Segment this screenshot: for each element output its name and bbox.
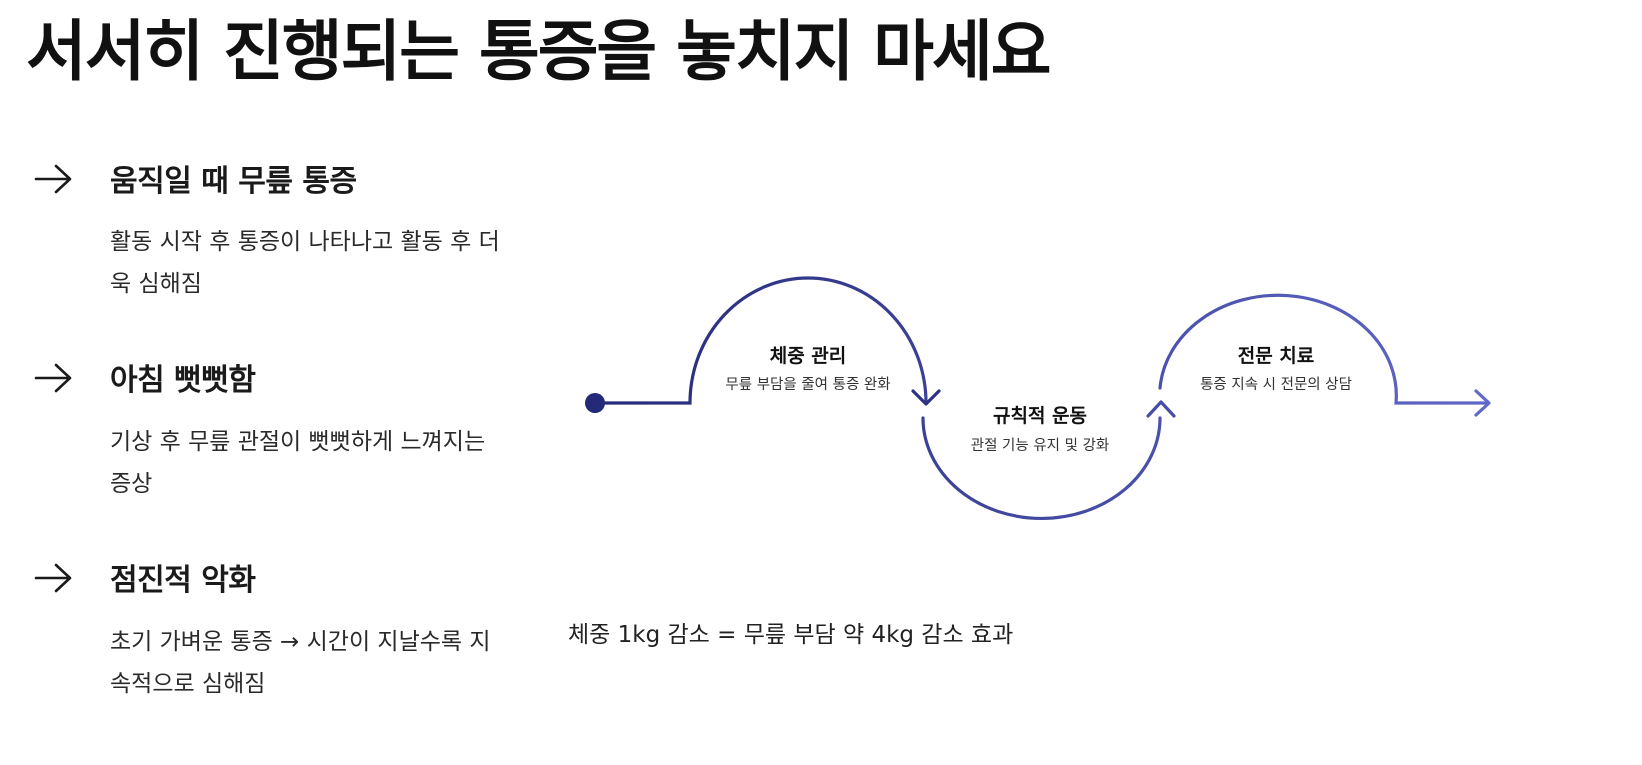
arrow-head-icon <box>1474 389 1491 417</box>
footnote: 체중 1kg 감소 = 무릎 부담 약 4kg 감소 효과 <box>568 622 1014 648</box>
right-arrow-icon <box>34 563 72 593</box>
symptom-description: 활동 시작 후 통증이 나타나고 활동 후 더욱 심해짐 <box>110 229 500 297</box>
arrow-head-icon <box>911 389 941 406</box>
symptom-title: 움직일 때 무릎 통증 <box>110 164 357 199</box>
step-title: 규칙적 운동 <box>993 405 1087 427</box>
symptom-title: 점진적 악화 <box>110 563 256 598</box>
flow-path <box>593 276 1490 521</box>
step-title: 전문 치료 <box>1238 345 1315 367</box>
symptom-description: 기상 후 무릎 관절이 뻣뻣하게 느껴지는 증상 <box>110 429 486 497</box>
step-subtitle: 통증 지속 시 전문의 상담 <box>1200 376 1352 393</box>
step-subtitle: 관절 기능 유지 및 강화 <box>971 437 1110 454</box>
symptom-title: 아침 뻣뻣함 <box>110 363 256 398</box>
arrow-head-icon <box>1146 400 1176 418</box>
step-subtitle: 무릎 부담을 줄여 통증 완화 <box>725 376 890 393</box>
symptom-description: 초기 가벼운 통증 → 시간이 지날수록 지속적으로 심해짐 <box>110 629 491 697</box>
right-arrow-icon <box>34 164 72 194</box>
step-title: 체중 관리 <box>770 345 847 367</box>
page-title: 서서히 진행되는 통증을 놓치지 마세요 <box>26 13 1051 90</box>
right-arrow-icon <box>34 363 72 393</box>
